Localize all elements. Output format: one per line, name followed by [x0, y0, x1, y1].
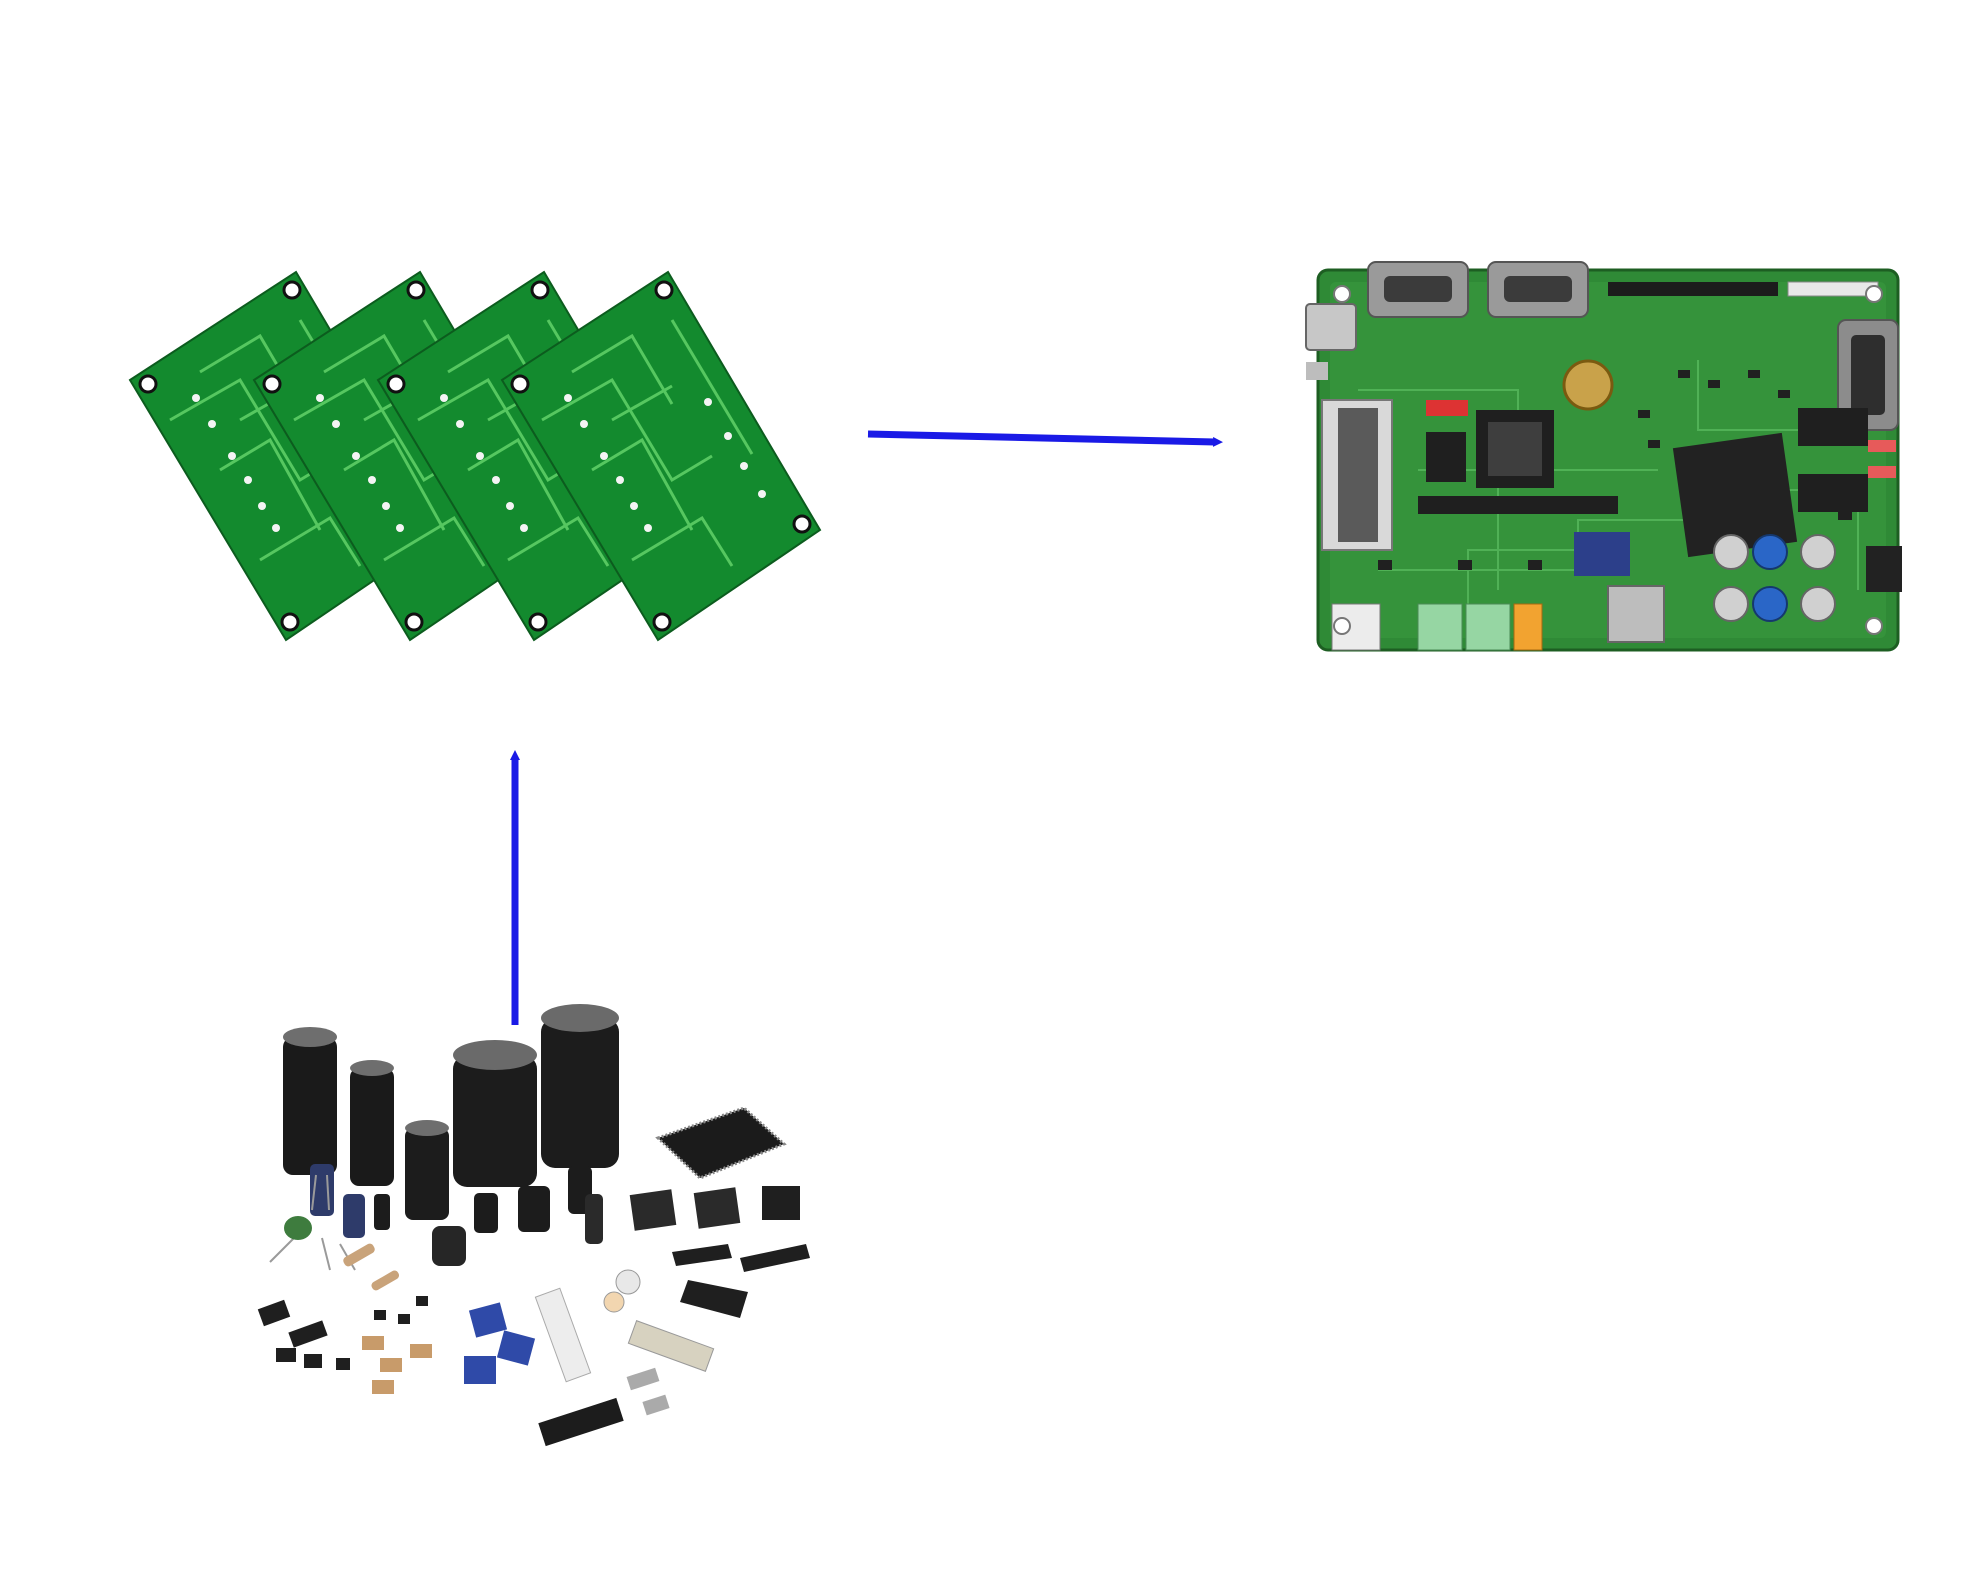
- flow-edges: [510, 430, 1223, 1025]
- bare-pcb-stack-icon: [128, 270, 822, 642]
- arrow-pcbs-to-assembled-board: [867, 430, 1223, 447]
- bare-pcb-icon: [500, 270, 822, 642]
- qfp-chip-icon: [655, 1106, 787, 1180]
- electronic-components-icon: [257, 1004, 810, 1447]
- capacitor-icon: [283, 1004, 619, 1266]
- serial-connector-icon: [1367, 261, 1589, 318]
- assembled-pcb-icon: [1305, 261, 1902, 652]
